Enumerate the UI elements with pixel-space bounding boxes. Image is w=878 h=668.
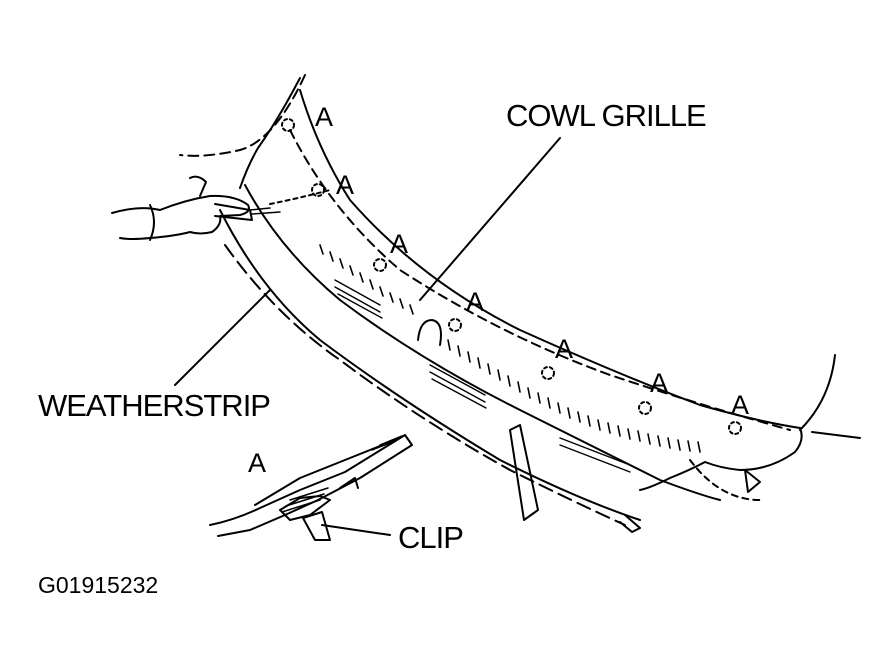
hand-with-tool — [111, 175, 331, 241]
hatch-1 — [334, 279, 383, 319]
fastener-1 — [281, 118, 295, 132]
cowl-grille-top-dash — [289, 129, 791, 431]
cowl-grille-label: COWL GRILLE — [506, 98, 707, 133]
vent-row-1 — [319, 244, 414, 315]
right-end-detail — [744, 469, 761, 493]
fastener-6 — [638, 401, 652, 415]
weatherstrip-line — [219, 209, 641, 521]
hatch-2 — [429, 364, 487, 409]
clip-label: CLIP — [398, 520, 464, 555]
fastener-3 — [373, 258, 387, 272]
cowl-grille-right-end — [639, 427, 803, 491]
cowl-grille-top-edge — [299, 89, 801, 429]
fastener-marker-5: A — [555, 334, 574, 364]
clip-leader — [321, 524, 391, 536]
grille-slot — [417, 319, 442, 346]
hood-edge-left — [239, 77, 301, 189]
weatherstrip-end — [619, 514, 641, 533]
fastener-marker-1: A — [315, 102, 334, 132]
fastener-marker-7: A — [731, 390, 750, 420]
detail-a-inset — [209, 434, 413, 541]
cowl-grille-leader — [419, 137, 561, 301]
vent-row-2 — [447, 339, 701, 453]
fastener-marker-2: A — [336, 170, 355, 200]
windshield-edge — [179, 74, 306, 157]
figure-id: G01915232 — [38, 572, 159, 598]
right-fender — [799, 354, 861, 439]
right-fender-dash — [689, 459, 761, 501]
fastener-2 — [311, 183, 325, 197]
fastener-5 — [541, 366, 555, 380]
hatch-3 — [559, 437, 631, 473]
weatherstrip-dash — [224, 244, 626, 526]
fastener-marker-4: A — [466, 287, 485, 317]
detail-a-label: A — [248, 448, 267, 478]
weatherstrip-leader — [174, 289, 271, 386]
fastener-7 — [728, 421, 742, 435]
fastener-4 — [448, 318, 462, 332]
fastener-marker-3: A — [390, 229, 409, 259]
cowl-grille-front-edge — [244, 184, 721, 501]
end-plate — [509, 424, 539, 521]
fastener-marker-6: A — [650, 368, 669, 398]
weatherstrip-label: WEATHERSTRIP — [38, 388, 271, 423]
